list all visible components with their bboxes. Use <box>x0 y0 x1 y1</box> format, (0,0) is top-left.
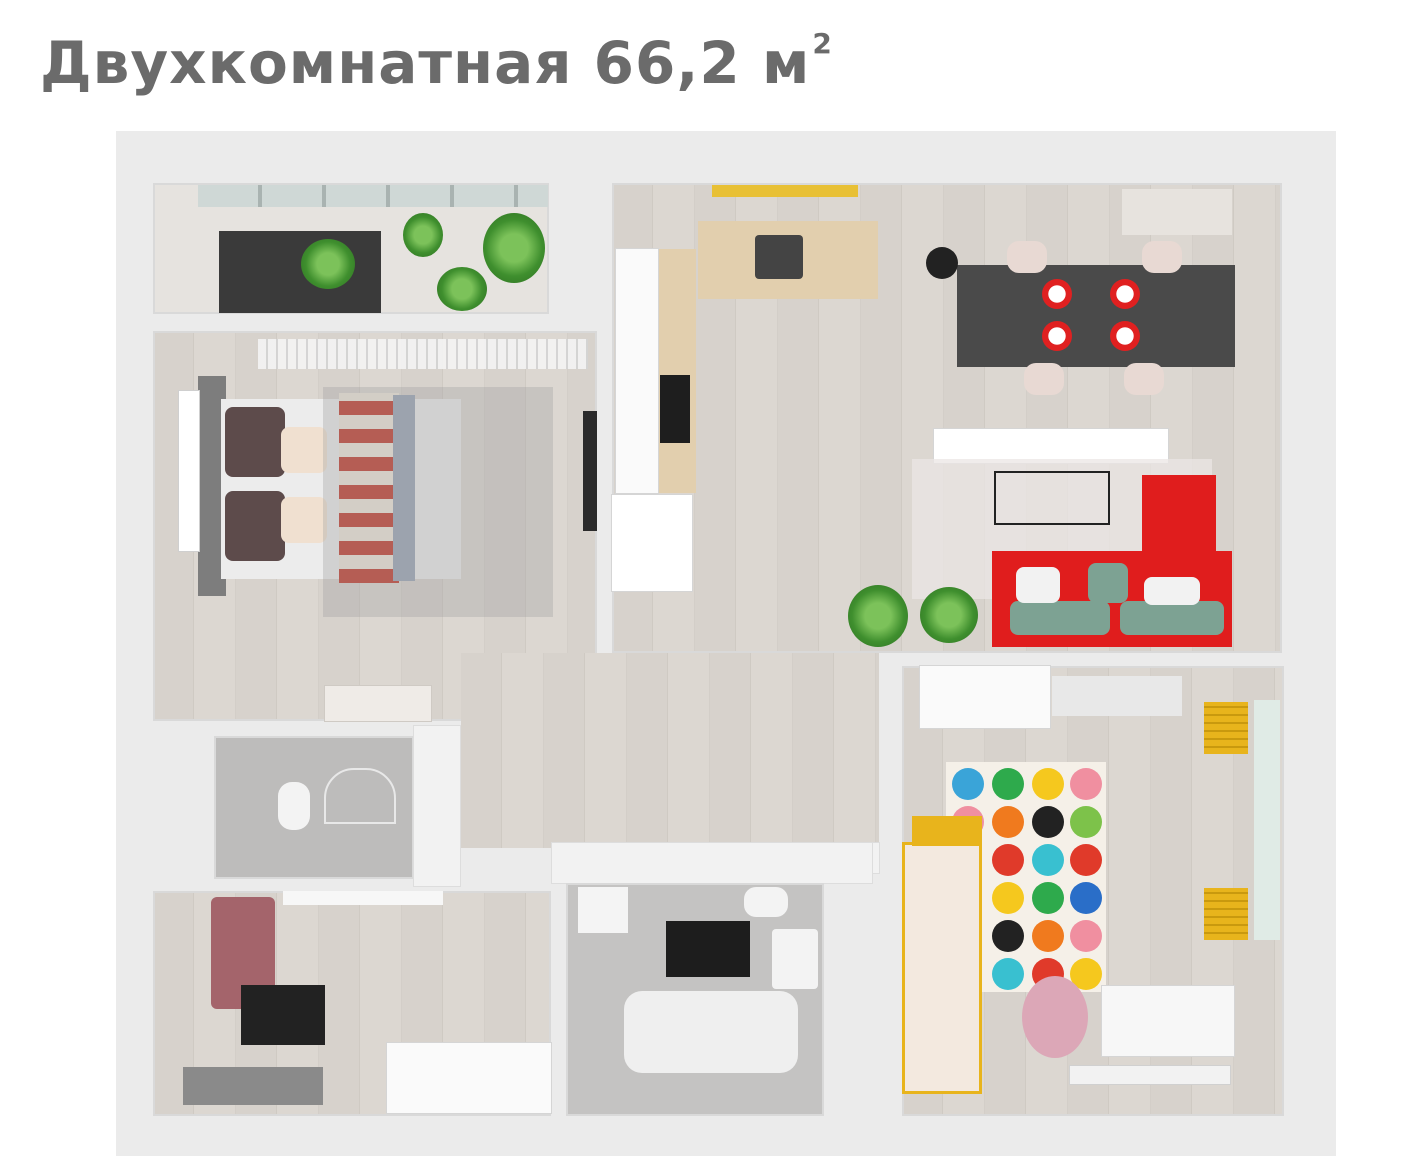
plant-icon <box>848 585 908 647</box>
crib <box>902 842 982 1094</box>
sofa-pillow <box>1144 577 1200 605</box>
rug-dot <box>992 920 1024 952</box>
plant-icon <box>920 587 978 643</box>
balcony <box>153 183 549 314</box>
rug-dot <box>1032 920 1064 952</box>
sofa-pillow <box>1016 567 1060 603</box>
balcony-window <box>198 185 548 207</box>
bathroom <box>566 883 824 1116</box>
rug-dot <box>1032 806 1064 838</box>
rug-dot <box>992 768 1024 800</box>
toilet-wall <box>414 726 460 886</box>
rug-dot <box>952 768 984 800</box>
dining-chair <box>1142 241 1182 273</box>
bathroom-sink-icon <box>772 929 818 989</box>
bedroom <box>153 331 597 721</box>
bathroom-toilet-icon <box>744 887 788 917</box>
rug-dot <box>1070 806 1102 838</box>
bed-blanket <box>339 393 399 583</box>
floor-lamp-icon <box>926 247 958 279</box>
toy-shelf <box>912 816 982 846</box>
bathtub <box>624 991 798 1073</box>
pillow <box>281 497 327 543</box>
bathroom-wall <box>552 843 872 883</box>
bedroom-rug <box>323 387 553 617</box>
window-curtain <box>1204 702 1248 754</box>
toilet <box>214 736 414 879</box>
rug-dot <box>992 806 1024 838</box>
sink-icon <box>755 235 803 279</box>
pillow <box>225 407 285 477</box>
children-room <box>902 666 1284 1116</box>
balcony-bench <box>1122 189 1232 235</box>
plant-icon <box>437 267 487 311</box>
kids-bench <box>1070 1066 1230 1084</box>
plant-icon <box>403 213 443 257</box>
page-title: Двухкомнатная 66,2 м2 <box>40 4 833 97</box>
bed-throw <box>393 395 415 581</box>
wardrobe <box>920 666 1050 728</box>
console-table <box>934 429 1168 463</box>
plate-icon <box>1042 279 1072 309</box>
shower-rail <box>324 768 396 824</box>
armchair <box>1142 475 1216 555</box>
kitchen-cabinet <box>612 495 692 591</box>
title-superscript: 2 <box>812 27 833 60</box>
rug-dot <box>1070 844 1102 876</box>
toilet-icon <box>278 782 310 830</box>
rug-dot <box>1032 882 1064 914</box>
kitchen-living <box>612 183 1282 653</box>
rug-dot <box>992 844 1024 876</box>
curtain-rod <box>258 339 588 369</box>
dining-chair <box>1124 363 1164 395</box>
entrance <box>153 891 551 1116</box>
range-hood <box>712 185 858 197</box>
dresser <box>325 686 431 721</box>
plate-icon <box>1110 279 1140 309</box>
pillow <box>225 491 285 561</box>
door-mat <box>241 985 325 1045</box>
balcony-table <box>219 231 381 313</box>
bean-bag <box>1022 976 1088 1058</box>
sofa-cushion <box>1010 601 1110 635</box>
stove-icon <box>660 375 690 443</box>
rug-dot <box>1070 920 1102 952</box>
entrance-mat <box>183 1067 323 1105</box>
dining-chair <box>1007 241 1047 273</box>
hallway <box>461 653 879 848</box>
pillow <box>281 427 327 473</box>
window-curtain <box>1204 888 1248 940</box>
rug-dot <box>992 958 1024 990</box>
sofa-pillow <box>1088 563 1128 603</box>
rug-dot <box>1032 844 1064 876</box>
plate-icon <box>1110 321 1140 351</box>
bath-mat <box>666 921 750 977</box>
dining-chair <box>1024 363 1064 395</box>
rug-dot <box>1070 768 1102 800</box>
tv-stand <box>583 411 597 531</box>
kids-desk <box>1102 986 1234 1056</box>
washing-machine <box>578 887 628 933</box>
sofa-cushion <box>1120 601 1224 635</box>
rug-dot <box>1032 768 1064 800</box>
wall-shelf-hall <box>283 891 443 905</box>
plant-icon <box>483 213 545 283</box>
wall-shelf <box>179 391 199 551</box>
washer-cabinet <box>387 1043 551 1113</box>
rug-dot <box>992 882 1024 914</box>
plate-icon <box>1042 321 1072 351</box>
rug-dot <box>1070 882 1102 914</box>
coffee-table <box>994 471 1110 525</box>
fridge <box>616 249 658 493</box>
floor-plan <box>116 131 1336 1156</box>
plant-icon <box>301 239 355 289</box>
shelf-kids <box>1052 676 1182 716</box>
dining-table <box>957 265 1235 367</box>
window-kids <box>1254 700 1280 940</box>
title-text: Двухкомнатная 66,2 м <box>40 29 811 97</box>
